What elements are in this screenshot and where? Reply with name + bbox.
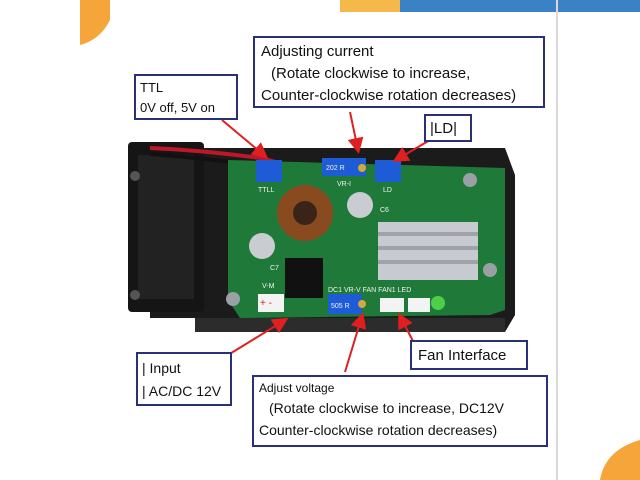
input-connector: [258, 294, 284, 312]
right-edge-line: [556, 0, 558, 480]
orange-corner-accent-bottom-right: [600, 440, 640, 480]
label-ld: LD: [383, 187, 392, 194]
cooling-fan: [128, 142, 204, 312]
label-c7: C7: [270, 265, 279, 272]
ld-terminal: [375, 160, 401, 182]
adjusting-current-line3: Counter-clockwise rotation decreases): [261, 87, 517, 104]
adjusting-current-title: Adjusting current: [261, 43, 374, 60]
input-line2: | AC/DC 12V: [142, 383, 222, 399]
dc-jack: [285, 258, 323, 298]
ttl-terminal: [256, 160, 282, 182]
callout-adjust-voltage: Adjust voltage (Rotate clockwise to incr…: [252, 375, 548, 447]
fan-interface-title: Fan Interface: [418, 347, 507, 364]
led-connector: [408, 298, 430, 312]
adjust-voltage-title: Adjust voltage: [259, 381, 335, 395]
label-ttl: TTLL: [258, 187, 274, 194]
label-pot-top: 202 R: [326, 165, 345, 172]
svg-text:+ -: + -: [260, 298, 272, 309]
orange-corner-accent-top-left: [80, 0, 110, 45]
callout-ld: |LD|: [424, 114, 472, 142]
callout-input: | Input | AC/DC 12V: [136, 352, 232, 406]
label-bottom-header: DC1 VR-V FAN FAN1 LED: [328, 287, 411, 294]
capacitor-c7: [249, 233, 275, 259]
adjusting-current-line2: (Rotate clockwise to increase,: [271, 65, 471, 82]
label-v-m: V-M: [262, 283, 275, 290]
status-led: [431, 296, 445, 310]
ttl-line2: 0V off, 5V on: [140, 100, 215, 115]
label-c6: C6: [380, 207, 389, 214]
small-heatsink: [378, 222, 478, 280]
adjust-voltage-line2: (Rotate clockwise to increase, DC12V: [269, 400, 504, 416]
label-vr-i: VR-I: [337, 181, 351, 188]
label-pot-bottom: 505 R: [331, 303, 350, 310]
adjust-voltage-line3: Counter-clockwise rotation decreases): [259, 422, 498, 438]
callout-ttl: TTL 0V off, 5V on: [134, 74, 238, 120]
callout-adjusting-current: Adjusting current (Rotate clockwise to i…: [253, 36, 545, 108]
capacitor-c6: [347, 192, 373, 218]
voltage-potentiometer: [328, 294, 362, 314]
input-title: | Input: [142, 360, 181, 376]
ld-title: |LD|: [430, 120, 457, 137]
current-potentiometer: [322, 158, 366, 176]
fan-connector: [380, 298, 404, 312]
blue-corner-accent-top-right: [340, 0, 640, 12]
ttl-title: TTL: [140, 80, 164, 95]
callout-fan-interface: Fan Interface: [410, 340, 528, 370]
